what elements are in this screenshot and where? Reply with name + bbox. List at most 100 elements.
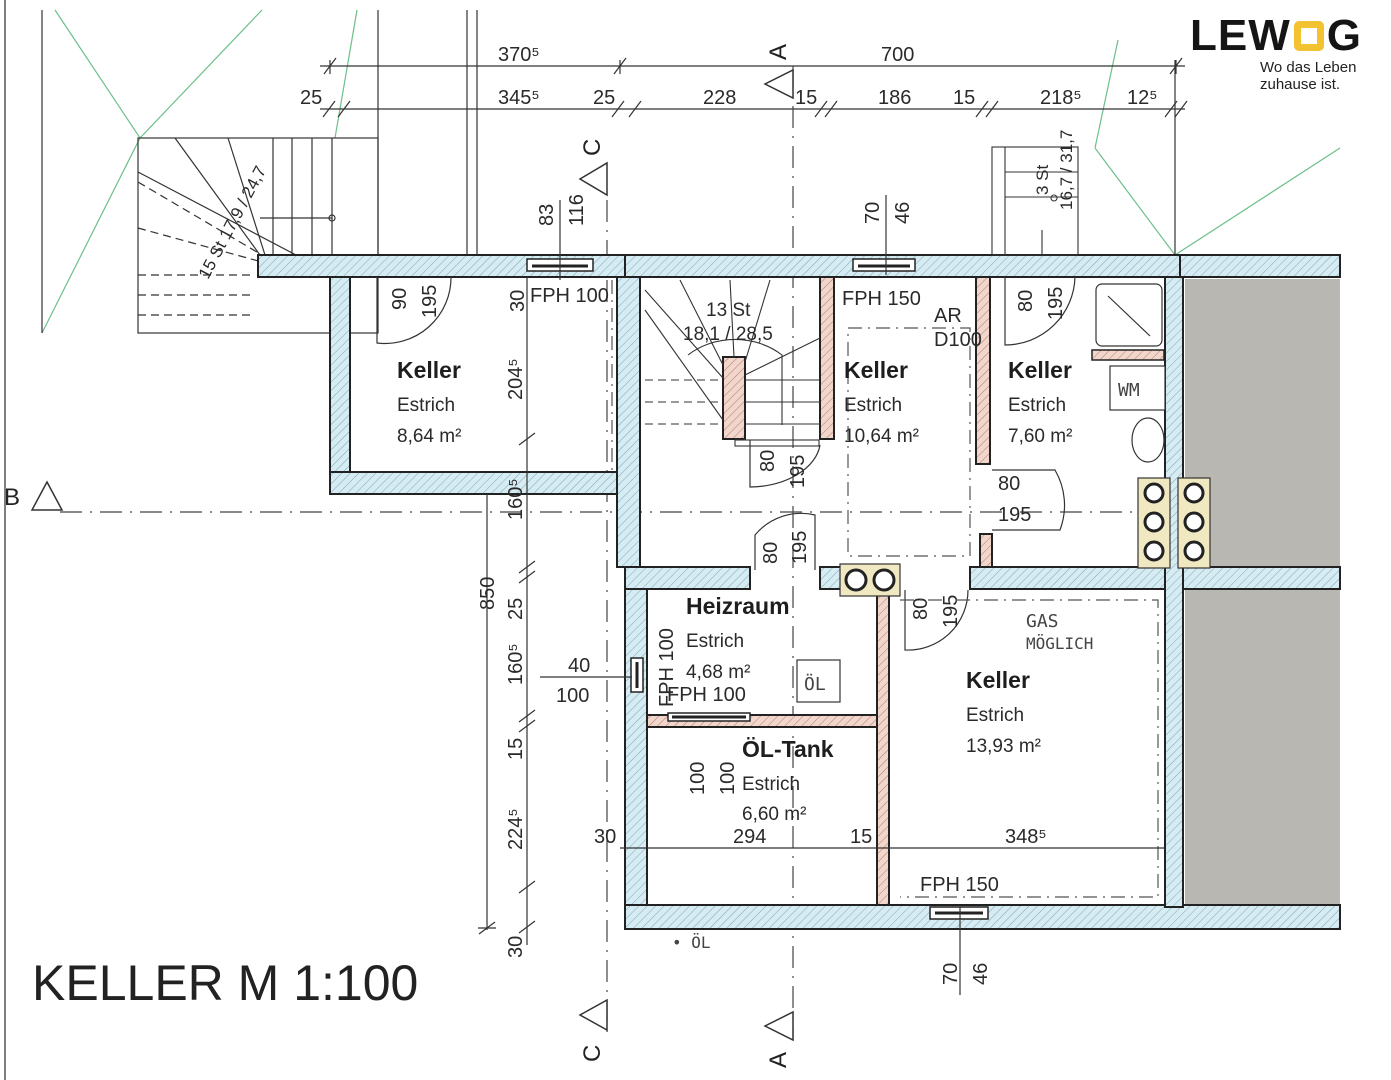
- dim-46-top: 46: [892, 202, 914, 224]
- logo-text-left: LEW: [1190, 11, 1291, 60]
- shower-tray: [1095, 283, 1163, 347]
- room-name: Keller: [844, 357, 908, 383]
- oel-box-label: ÖL: [804, 673, 826, 695]
- door-k3-side-width: 80: [998, 473, 1020, 495]
- entry-stair-ratio: 16,7 / 31,7: [1057, 130, 1076, 210]
- label-fph-150-b: FPH 150: [920, 874, 999, 896]
- dim-83: 83: [536, 204, 558, 226]
- room-area: 8,64 m²: [397, 426, 461, 447]
- logo-tagline-1: Wo das Leben: [1260, 59, 1357, 76]
- dimension-ticks: [322, 57, 1188, 118]
- label-fph-100-side: FPH 100: [656, 628, 678, 707]
- drawing-title: KELLER M 1:100: [32, 955, 418, 1011]
- ceiling-outlines: [611, 280, 1159, 898]
- label-fph-100-b: FPH 100: [667, 684, 746, 706]
- door-k3-side-height: 195: [998, 504, 1031, 526]
- dim-204-5: 204⁵: [505, 358, 527, 400]
- dim-100-heiz: 100: [556, 685, 589, 707]
- dim-116: 116: [566, 194, 588, 226]
- label-d100: D100: [934, 329, 982, 351]
- dim-30-left: 30: [505, 936, 527, 958]
- window-labels: FPH 100 FPH 150 AR D100 FPH 100 FPH 100 …: [530, 285, 999, 896]
- dim-160-5-b: 160⁵: [505, 643, 527, 685]
- dim-25-b: 25: [593, 87, 615, 109]
- door-k4-width: 80: [910, 598, 932, 620]
- oeltank-opening-b: 100: [717, 762, 739, 795]
- inner-staircase: [644, 279, 821, 447]
- room-keller-1: Keller Estrich 8,64 m²: [397, 357, 461, 447]
- room-keller-4: Keller Estrich 13,93 m²: [966, 667, 1041, 757]
- dim-15-bottom: 15: [850, 826, 872, 848]
- label-ar: AR: [934, 305, 962, 327]
- room-name: ÖL-Tank: [742, 736, 834, 762]
- left-dimension-labels: 850 204⁵ 160⁵ 25 160⁵ 15 224⁵ 30: [477, 358, 527, 958]
- logo-tagline-2: zuhause ist.: [1260, 76, 1341, 93]
- gas-note-line1: GAS: [1026, 611, 1059, 632]
- room-area: 4,68 m²: [686, 662, 750, 683]
- inner-stair-count: 13 St: [706, 300, 751, 321]
- dim-294: 294: [733, 826, 766, 848]
- dim-30-bottom: 30: [594, 826, 616, 848]
- dim-186: 186: [878, 87, 911, 109]
- door-dims: 90 195 80 195 80 195 80 195 80 195 80 19…: [389, 285, 1067, 795]
- fixtures: [796, 283, 1166, 703]
- window-leaders: [540, 195, 961, 995]
- door-k3-top-width: 80: [1015, 290, 1037, 312]
- logo-o-icon: [1293, 21, 1324, 51]
- dim-15-a: 15: [795, 87, 817, 109]
- oil-box: [796, 659, 841, 703]
- label-fph-100-a: FPH 100: [530, 285, 609, 307]
- dim-15-b: 15: [953, 87, 975, 109]
- window-dims: 83 116 70 46 70 46 40 100 30: [507, 194, 992, 985]
- room-name: Keller: [966, 667, 1030, 693]
- bottom-dimension-labels: 30 294 15 348⁵: [594, 826, 1047, 848]
- door-stair-height: 195: [787, 455, 809, 488]
- room-keller-3: Keller Estrich 7,60 m²: [1008, 357, 1072, 447]
- doors: [376, 276, 1076, 651]
- top-dimension-lines: [41, 10, 1185, 333]
- label-fph-150-a: FPH 150: [842, 288, 921, 310]
- door-heiz-height: 195: [789, 531, 811, 564]
- door-stair-width: 80: [757, 450, 779, 472]
- room-floor: Estrich: [1008, 395, 1066, 416]
- wm-label: WM: [1118, 380, 1140, 401]
- dim-700: 700: [881, 44, 914, 66]
- door-k4-height: 195: [940, 595, 962, 628]
- logo-text-right: G: [1326, 11, 1362, 60]
- dim-218-5: 218⁵: [1040, 87, 1082, 109]
- walls: [257, 254, 1341, 930]
- room-area: 6,60 m²: [742, 804, 806, 825]
- site-lines: [41, 9, 1341, 334]
- dim-40: 40: [568, 655, 590, 677]
- room-floor: Estrich: [397, 395, 455, 416]
- room-floor: Estrich: [686, 631, 744, 652]
- dim-160-5-a: 160⁵: [505, 478, 527, 520]
- section-axes: [60, 66, 1175, 1040]
- room-name: Keller: [1008, 357, 1072, 383]
- top-dimension-labels: 370⁵ 700 25 345⁵ 25 228 15 186 15 218⁵ 1…: [300, 44, 1158, 109]
- dim-348-5: 348⁵: [1005, 826, 1047, 848]
- room-heizraum: Heizraum Estrich 4,68 m²: [686, 593, 790, 683]
- room-oeltank: ÖL-Tank Estrich 6,60 m²: [742, 736, 834, 825]
- door-k3-top-height: 195: [1045, 287, 1067, 320]
- dim-70-bottom: 70: [940, 963, 962, 985]
- dim-25-a: 25: [300, 87, 322, 109]
- gas-note-line2: MÖGLICH: [1026, 634, 1093, 653]
- room-name: Keller: [397, 357, 461, 383]
- room-name: Heizraum: [686, 593, 790, 619]
- door-1-width: 90: [389, 288, 411, 310]
- washing-machine: [1109, 365, 1166, 411]
- entry-staircase: [991, 146, 1079, 256]
- dim-12-5: 12⁵: [1127, 87, 1158, 109]
- room-floor: Estrich: [844, 395, 902, 416]
- section-a-bottom-label: A: [765, 1052, 792, 1068]
- room-floor: Estrich: [742, 774, 800, 795]
- logo-wordmark: LEW G: [1190, 14, 1380, 58]
- dim-46-bottom: 46: [970, 963, 992, 985]
- room-area: 7,60 m²: [1008, 426, 1072, 447]
- dim-25-left: 25: [505, 598, 527, 620]
- inner-stair-ratio: 18,1 / 28,5: [683, 324, 773, 345]
- chimney-flues: [839, 477, 1211, 597]
- left-dimension-ticks: [478, 432, 536, 935]
